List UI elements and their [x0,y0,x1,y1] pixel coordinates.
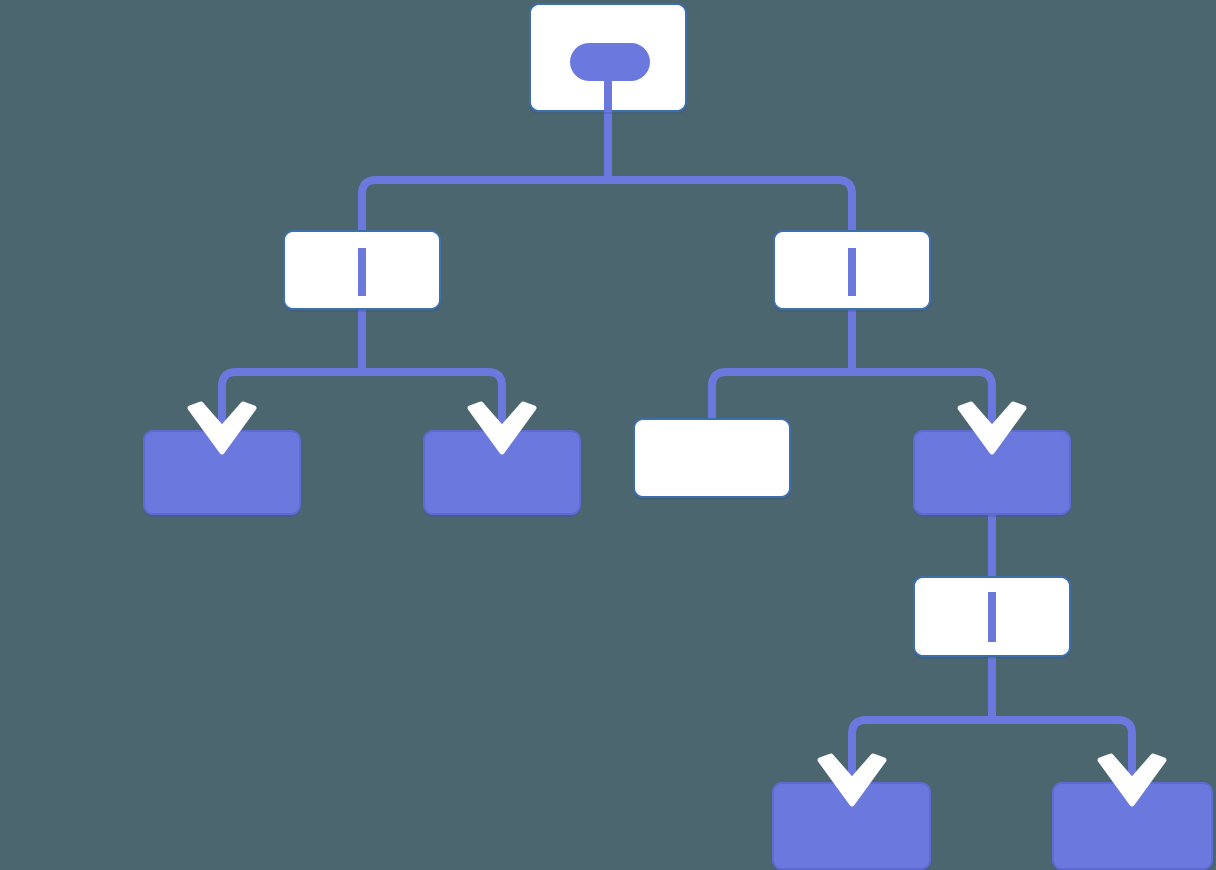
node-leaf-1-label [145,432,299,513]
node-leaf-3[interactable] [633,418,791,498]
node-sub-branch-label [915,578,1069,655]
node-leaf-3-label [635,420,789,496]
node-leaf-2-label [425,432,579,513]
node-right-branch-label [775,232,929,308]
node-leaf-5[interactable] [1052,782,1213,870]
node-leaf-2[interactable] [423,430,581,515]
node-leaf-4[interactable] [772,782,931,870]
node-left-branch-label [285,232,439,308]
root-pill-shape [570,43,650,81]
node-leaf-5-label [1054,784,1211,868]
node-branch-3[interactable] [913,430,1071,515]
node-leaf-1[interactable] [143,430,301,515]
node-root[interactable] [529,3,687,112]
node-right-branch[interactable] [773,230,931,310]
node-sub-branch[interactable] [913,576,1071,657]
node-branch-3-label [915,432,1069,513]
node-leaf-4-label [774,784,929,868]
node-left-branch[interactable] [283,230,441,310]
